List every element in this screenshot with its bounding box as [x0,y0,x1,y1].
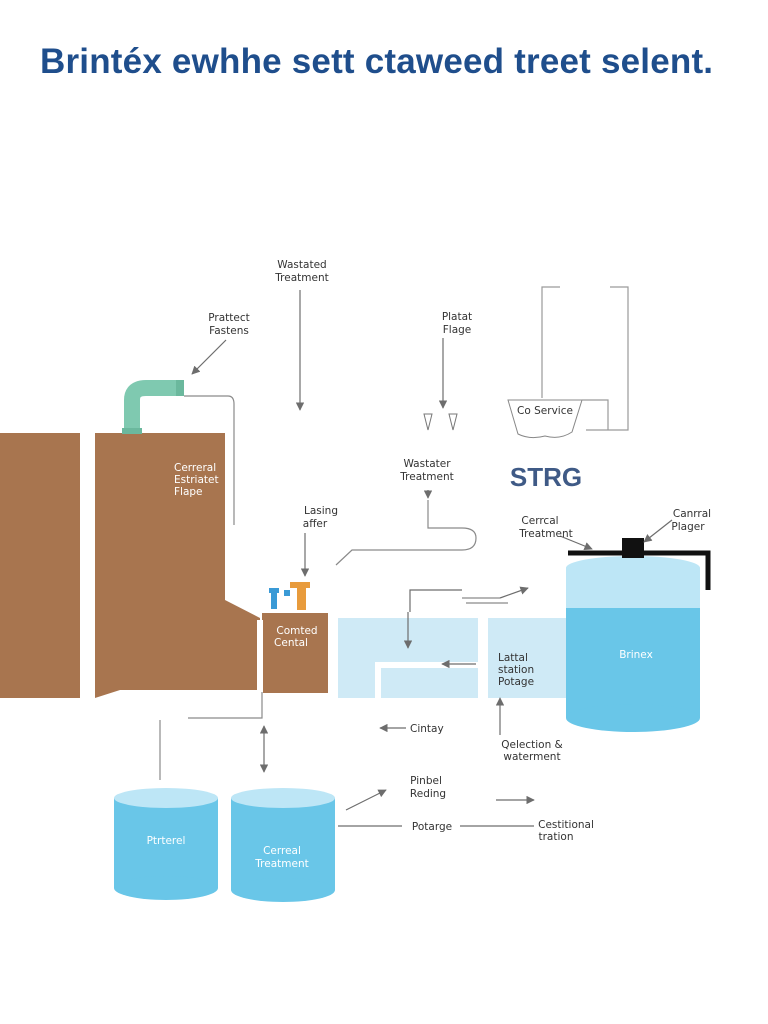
valve-icon [269,582,310,610]
label-protect-fastens: Prattect Fastens [208,312,249,337]
svg-text:Plager: Plager [671,521,705,533]
svg-text:Lattal: Lattal [498,652,528,664]
label-cestitional-tration: Cestitional tration [538,819,594,843]
svg-text:Cestitional: Cestitional [538,819,594,831]
arrow-pinbel [345,789,387,811]
svg-text:Treatment: Treatment [274,272,328,284]
white-pipes [89,428,487,700]
svg-text:Prattect: Prattect [208,312,249,324]
svg-text:Cerreral: Cerreral [174,462,216,474]
brinex-tank [566,538,711,732]
nozzle-left-icon [423,413,433,431]
pipe-lines [159,395,508,780]
label-cerrcal-treatment: Cerrcal Treatment [518,515,572,540]
co-service-basin [507,399,583,439]
label-lattal-station-potage: Lattal station Potage [498,652,534,688]
label-pinbel-reding: Pinbel Reding [410,775,446,800]
teal-pipe-icon [122,380,184,434]
label-wastated-treatment: Wastated Treatment [274,259,328,284]
svg-text:Treatment: Treatment [399,471,453,483]
svg-text:Reding: Reding [410,788,446,800]
svg-text:Treatment: Treatment [254,858,308,870]
svg-text:affer: affer [303,518,328,530]
arrow-canrral [643,519,673,543]
comted-cental-box [262,613,328,693]
label-canrral-plager: Canrral Plager [671,508,711,533]
arrow-right-tank [499,586,529,599]
svg-text:Canrral: Canrral [673,508,711,520]
svg-text:waterment: waterment [503,751,560,763]
label-wastater-treatment: Wastater Treatment [399,458,453,483]
svg-text:Lasing: Lasing [304,505,338,517]
svg-text:Cerrcal: Cerrcal [521,515,558,527]
svg-text:Comted: Comted [276,625,317,637]
page-title: Brintéx ewhhe sett ctaweed treet selent. [40,42,714,81]
label-qelection-waterment: Qelection & waterment [501,739,563,763]
svg-text:Treatment: Treatment [518,528,572,540]
svg-text:Fastens: Fastens [209,325,249,337]
arrow-cerrcal [559,535,593,551]
svg-text:Wastated: Wastated [277,259,326,271]
central-basin [95,433,260,698]
left-basin-wall [0,433,80,698]
ptrterel-tank [114,788,218,900]
arrow-channel-in [409,589,462,612]
label-brinex: Brinex [619,649,653,661]
svg-text:Qelection &: Qelection & [501,739,563,751]
label-strg: STRG [510,462,582,492]
arrow-protect [191,339,227,375]
svg-text:Flape: Flape [174,486,203,498]
svg-text:Flage: Flage [443,324,472,336]
label-cerreral-estriatet-flape: Cerreral Estriatet Flape [174,462,219,498]
pipe-co-service [541,286,629,431]
flow-arrows [191,290,673,827]
label-co-service: Co Service [517,405,573,417]
svg-text:Potage: Potage [498,676,534,688]
label-cintay: Cintay [410,723,444,735]
pale-channel-right [488,618,580,698]
svg-text:Platat: Platat [442,311,472,323]
svg-text:Estriatet: Estriatet [174,474,219,486]
svg-text:Cental: Cental [274,637,308,649]
label-ptrterel: Ptrterel [147,835,186,847]
svg-text:Wastater: Wastater [403,458,451,470]
cereal-treatment-tank [231,788,335,902]
label-platat-flage: Platat Flage [442,311,472,336]
nozzle-right-icon [448,413,458,431]
label-potarge: Potarge [412,821,452,833]
label-comted-cental: Comted Cental [274,625,318,649]
label-lasing-affer: Lasing affer [303,505,338,530]
label-cerreal-treatment: Cerreal Treatment [254,845,308,870]
svg-text:station: station [498,664,534,676]
svg-text:Pinbel: Pinbel [410,775,442,787]
svg-text:tration: tration [539,831,574,843]
svg-text:Cerreal: Cerreal [263,845,301,857]
